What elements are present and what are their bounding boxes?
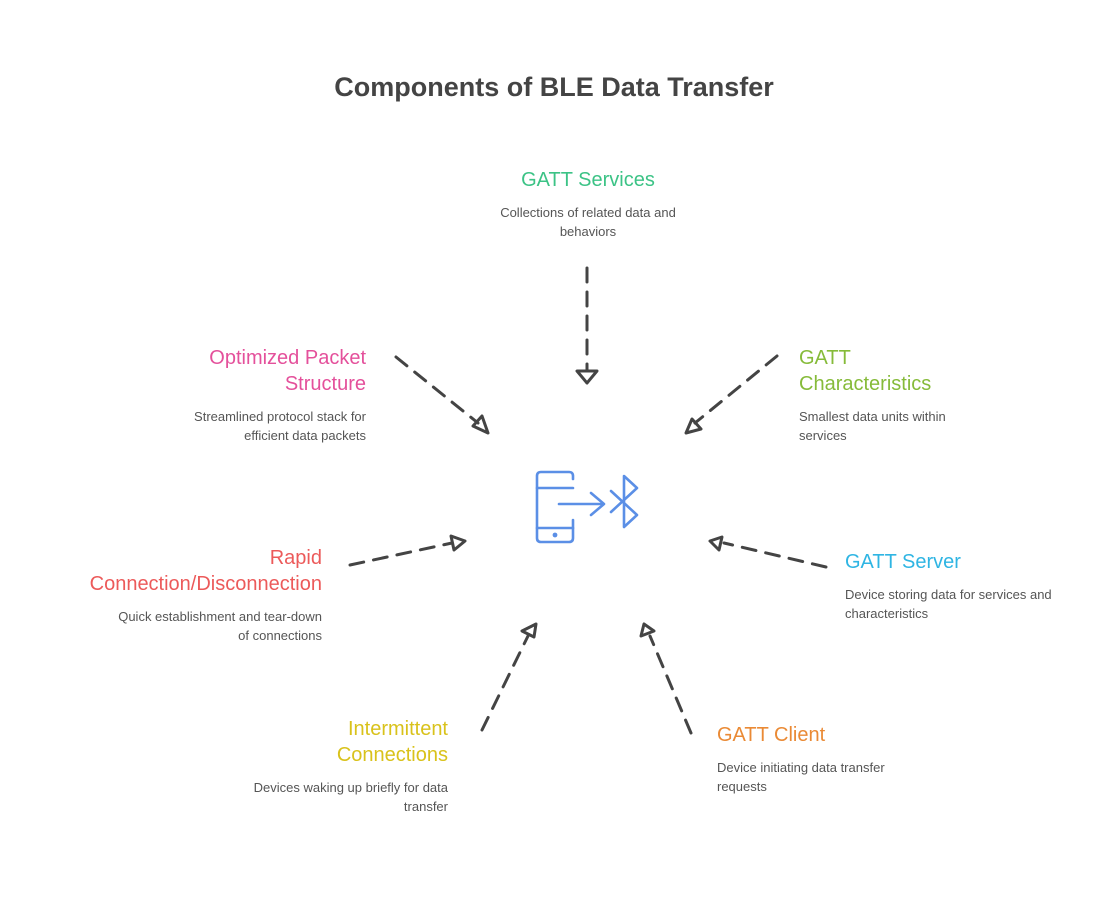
node-title: GATT Characteristics [799,347,932,395]
node-title: Optimized Packet Structure [209,347,366,395]
node-title: Intermittent Connections [336,718,448,766]
node-rapid-connection-disconnection: Rapid Connection/Disconnection Quick est… [40,545,322,645]
node-gatt-services: GATT Services Collections of related dat… [458,167,718,241]
node-description: Device storing data for services and cha… [845,587,1052,621]
node-description: Quick establishment and tear-down of con… [118,609,322,643]
node-description: Collections of related data and behavior… [500,205,676,239]
node-title: Rapid Connection/Disconnection [89,547,322,595]
arrow-optimized [394,355,490,435]
node-gatt-client: GATT Client Device initiating data trans… [717,722,947,796]
node-title: GATT Client [717,724,826,746]
arrow-client [639,622,693,735]
node-gatt-server: GATT Server Device storing data for serv… [845,549,1075,623]
node-description: Smallest data units within services [799,409,946,443]
arrow-server [708,535,828,569]
arrow-intermittent [480,622,538,732]
node-intermittent-connections: Intermittent Connections Devices waking … [198,716,448,816]
node-optimized-packet-structure: Optimized Packet Structure Streamlined p… [136,345,366,445]
node-description: Device initiating data transfer requests [717,760,885,794]
diagram-title: Components of BLE Data Transfer [334,72,774,102]
node-description: Streamlined protocol stack for efficient… [194,409,366,443]
arrow-characteristics [684,354,779,435]
node-title: GATT Services [521,169,655,191]
arrow-rapid [348,534,467,567]
node-gatt-characteristics: GATT Characteristics Smallest data units… [799,345,989,445]
node-title: GATT Server [845,551,961,573]
node-description: Devices waking up briefly for data trans… [253,780,448,814]
arrow-services [575,266,599,385]
phone-bluetooth-transfer-icon [535,470,639,544]
